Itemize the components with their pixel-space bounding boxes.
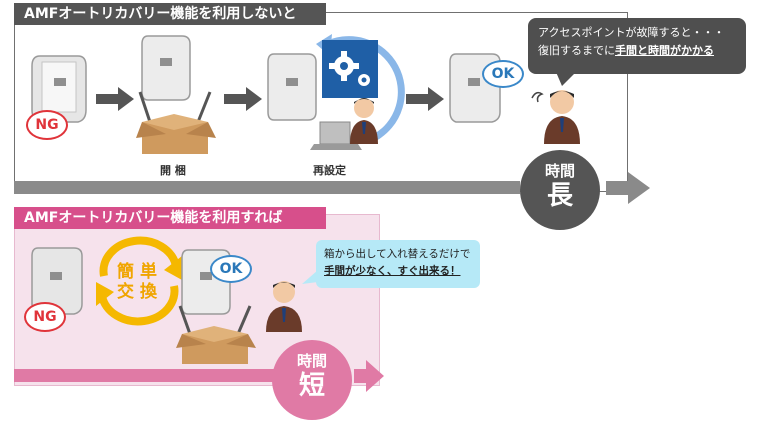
speech-line-2-emphasis: 手間と時間がかかる bbox=[615, 44, 714, 57]
speech-bubble-short: 箱から出して入れ替えるだけで 手間が少なく、すぐ出来る！ bbox=[316, 240, 480, 288]
speech-line-2-prefix: 復旧するまでに bbox=[538, 44, 615, 57]
reconfiguration-illustration bbox=[267, 34, 405, 150]
bottom-section-title: AMFオートリカバリー機能を利用すれば bbox=[14, 207, 326, 229]
laptop-icon bbox=[310, 121, 362, 150]
arrow-right-icon bbox=[224, 87, 262, 111]
arrow-right-icon bbox=[406, 87, 444, 111]
person-icon bbox=[350, 98, 378, 144]
speech-bubble-tail bbox=[556, 72, 576, 86]
arrow-right-icon bbox=[96, 87, 134, 111]
speech-line-2: 復旧するまでに手間と時間がかかる bbox=[538, 42, 736, 60]
swap-label: 簡 単 交 換 bbox=[112, 262, 162, 302]
speech-line-1: アクセスポイントが故障すると・・・ bbox=[538, 26, 725, 39]
arrow-right-icon bbox=[606, 172, 650, 204]
time-badge-value: 短 bbox=[298, 371, 325, 401]
swap-line-2: 交 換 bbox=[117, 282, 157, 302]
access-point-icon bbox=[31, 55, 87, 123]
speech-line-1: 箱から出して入れ替えるだけで bbox=[324, 248, 471, 260]
reconfig-step-label: 再設定 bbox=[313, 164, 346, 177]
cardboard-box-icon bbox=[136, 35, 216, 154]
ng-badge: NG bbox=[26, 110, 68, 140]
ok-badge: OK bbox=[482, 60, 524, 88]
time-badge-label: 時間 bbox=[296, 352, 327, 370]
arrow-right-icon bbox=[354, 360, 384, 392]
swap-line-1: 簡 単 bbox=[117, 262, 157, 282]
time-badge-value: 長 bbox=[546, 181, 573, 211]
speech-line-2-emphasis: 手間が少なく、すぐ出来る！ bbox=[324, 265, 461, 277]
access-point-icon bbox=[31, 247, 83, 315]
unbox-step-label: 開 梱 bbox=[160, 164, 186, 177]
time-badge-long: 時間 長 bbox=[520, 150, 600, 230]
speech-bubble-tail bbox=[302, 270, 318, 284]
timeline-bar-short bbox=[14, 369, 276, 382]
ok-badge: OK bbox=[210, 255, 252, 283]
time-badge-label: 時間 bbox=[544, 162, 575, 180]
speech-bubble-long: アクセスポイントが故障すると・・・ 復旧するまでに手間と時間がかかる bbox=[528, 18, 746, 74]
time-badge-short: 時間 短 bbox=[272, 340, 352, 420]
person-icon bbox=[531, 90, 580, 144]
person-icon bbox=[266, 281, 302, 332]
top-section-title: AMFオートリカバリー機能を利用しないと bbox=[14, 3, 326, 25]
ng-badge: NG bbox=[24, 302, 66, 332]
timeline-bar-long bbox=[14, 181, 520, 194]
swap-arrows-icon bbox=[96, 236, 182, 326]
